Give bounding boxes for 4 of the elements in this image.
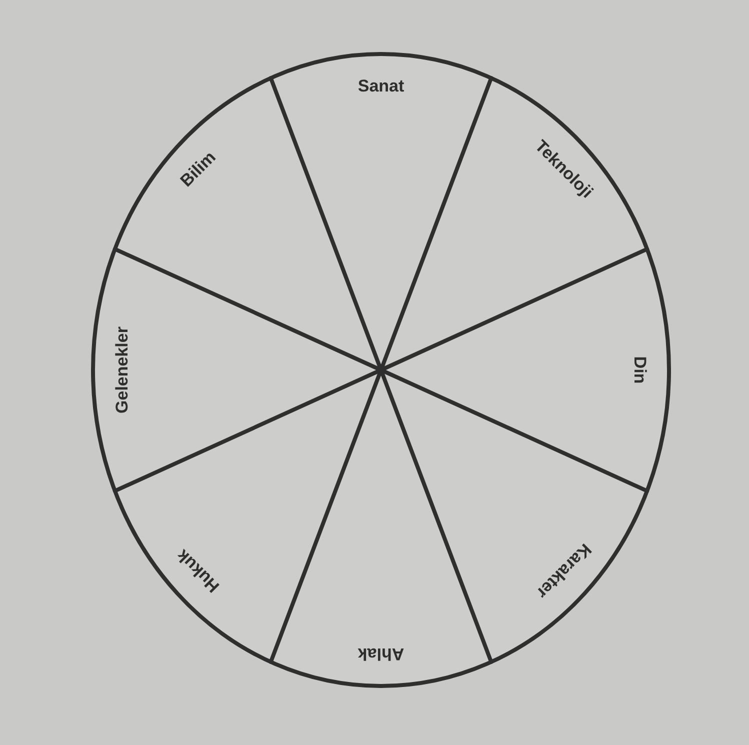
sector-label: Ahlak xyxy=(358,646,404,663)
sector-label: Din xyxy=(632,356,649,384)
sector-label: Gelenekler xyxy=(113,326,130,414)
sector-label: Sanat xyxy=(358,77,404,94)
